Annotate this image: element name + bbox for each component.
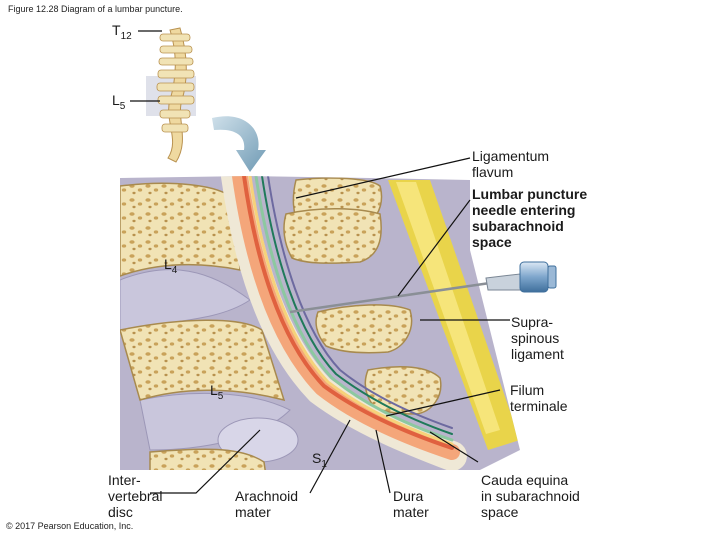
arachnoid-leader	[309, 419, 351, 494]
lumbar-puncture-needle	[289, 261, 557, 314]
figure-caption: Figure 12.28 Diagram of a lumbar punctur…	[8, 4, 183, 14]
needle-hub	[519, 261, 549, 293]
label-filum-terminale: Filum terminale	[510, 382, 568, 414]
zoom-arrow-icon	[212, 116, 266, 172]
dura-leader	[375, 429, 391, 494]
label-arachnoid-mater: Arachnoid mater	[235, 488, 299, 520]
label-cauda-equina: Cauda equina in subarachnoid space	[481, 472, 580, 520]
needle-cone	[485, 273, 523, 291]
leader-lines	[150, 157, 510, 494]
vertebral-body-l5	[120, 319, 286, 402]
copyright: © 2017 Pearson Education, Inc.	[6, 521, 134, 531]
vertebral-body-l4	[120, 182, 241, 278]
spine-processes	[156, 33, 195, 133]
disc-lower	[139, 392, 291, 451]
label-needle: Lumbar puncture needle entering subarach…	[472, 186, 588, 250]
label-l5: L5	[210, 382, 224, 402]
meningeal-layers	[221, 176, 467, 470]
label-supraspinous-ligament: Supra- spinous ligament	[511, 314, 564, 362]
label-dura-mater: Dura mater	[393, 488, 429, 520]
label-ligamentum-flavum: Ligamentum flavum	[472, 148, 550, 180]
disc-leader	[150, 429, 261, 494]
needle-leader	[397, 199, 471, 297]
label-s1: S1	[312, 450, 327, 470]
label-l4: L4	[164, 256, 178, 276]
label-intervertebral-disc: Inter- vertebral disc	[108, 472, 163, 520]
spine-thumbnail	[130, 27, 196, 163]
cauda-leader	[429, 431, 479, 463]
label-t12: T12	[112, 22, 132, 42]
filum-leader	[385, 389, 501, 417]
spinous-process-l5	[315, 304, 413, 354]
cross-section	[120, 176, 520, 470]
label-l5-thumbnail: L5	[112, 92, 126, 112]
sacrum-body	[149, 448, 267, 470]
needle-shaft	[289, 281, 491, 314]
ligamentum-flavum-leader	[295, 157, 471, 199]
spinous-process-l4	[283, 208, 382, 264]
